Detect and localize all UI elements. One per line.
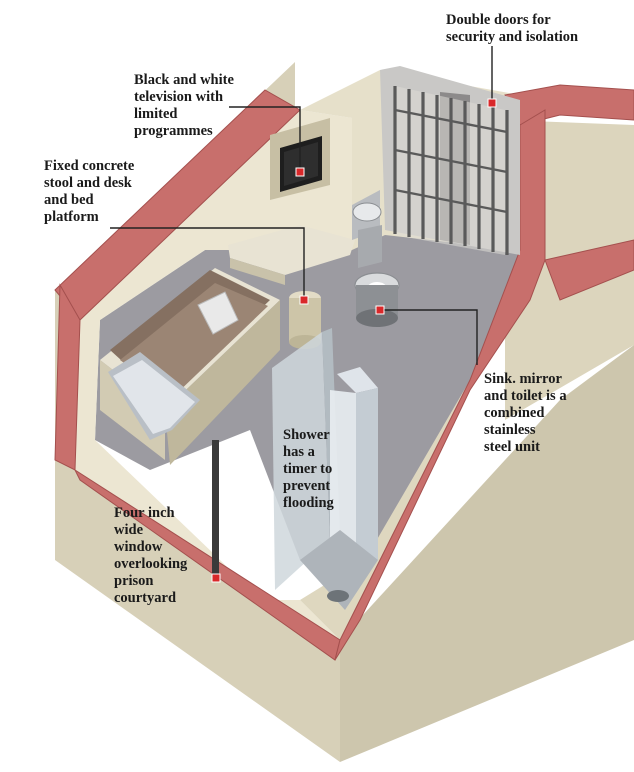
stool-annotation: Fixed concrete stool and desk and bed pl… [44,158,135,225]
marker-window [211,573,221,583]
shower [272,328,378,610]
markers [211,98,497,583]
marker-stool [299,295,309,305]
steel-sink-toilet-unit [352,190,400,327]
marker-tv [295,167,305,177]
leader-lines [110,46,493,365]
bed [100,268,280,465]
wall-tops [54,84,634,661]
doors-annotation: Double doors for security and isolation [446,12,579,45]
window-slit [212,440,219,578]
double-doors [380,66,520,255]
window-annotation: Four inch wide window overlooking prison… [114,505,188,606]
marker-doors [487,98,497,108]
shower-annotation: Shower has a timer to prevent flooding [283,427,334,511]
tv-annotation: Black and white television with limited … [134,72,234,139]
sink-annotation: Sink. mirror and toilet is a combined st… [484,371,567,455]
marker-sink [375,305,385,315]
